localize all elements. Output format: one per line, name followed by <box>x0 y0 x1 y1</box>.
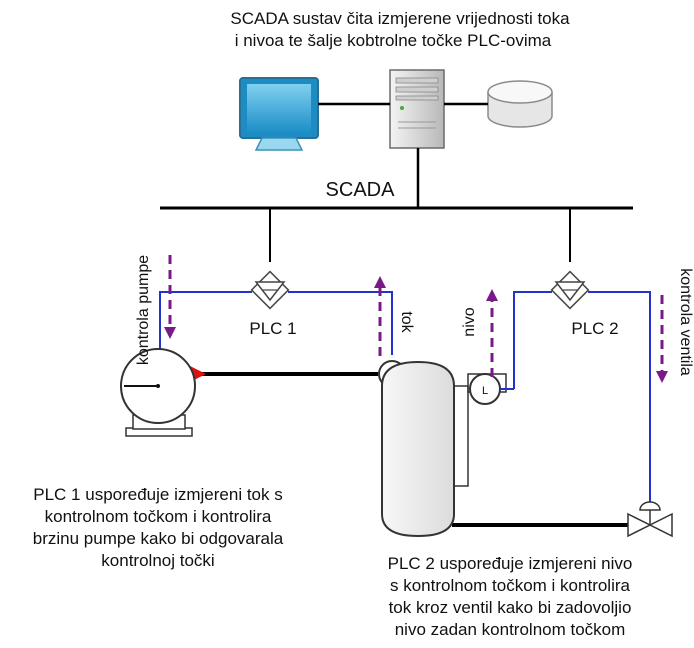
svg-text:PLC 2 uspoređuje izmjereni niv: PLC 2 uspoređuje izmjereni nivo <box>388 554 633 573</box>
svg-text:s kontrolnom točkom i kontroli: s kontrolnom točkom i kontrolira <box>390 576 631 595</box>
server-icon <box>389 69 445 149</box>
control-valve-icon <box>627 501 673 538</box>
level-transmitter-icon: L <box>469 373 514 405</box>
plc1-icon <box>250 270 290 310</box>
header-line-1: SCADA sustav čita izmjerene vrijednosti … <box>230 9 570 28</box>
svg-text:kontrolnoj točki: kontrolnoj točki <box>101 551 214 570</box>
level-label: nivo <box>461 307 478 336</box>
plc2-label: PLC 2 <box>571 319 618 338</box>
scada-bus-label: SCADA <box>326 179 396 201</box>
header-line-2: i nivoa te šalje kobtrolne točke PLC-ovi… <box>235 31 552 50</box>
plc2-icon <box>550 270 590 310</box>
valve-control-label: kontrola ventila <box>677 268 694 376</box>
svg-text:tok kroz ventil kako bi zadovo: tok kroz ventil kako bi zadovoljio <box>389 598 632 617</box>
svg-text:nivo zadan kontrolnom točkom: nivo zadan kontrolnom točkom <box>395 620 626 639</box>
flow-label: tok <box>398 311 415 333</box>
svg-text:kontrolnom točkom i kontrolira: kontrolnom točkom i kontrolira <box>45 507 272 526</box>
pump-icon <box>120 348 196 437</box>
plc1-note: PLC 1 uspoređuje izmjereni tok s kontrol… <box>33 485 284 570</box>
svg-text:PLC 1 uspoređuje izmjereni tok: PLC 1 uspoređuje izmjereni tok s <box>33 485 282 504</box>
svg-text:brzinu pumpe kako bi odgovaral: brzinu pumpe kako bi odgovarala <box>33 529 284 548</box>
workstation-monitor-icon <box>239 77 319 151</box>
database-icon <box>487 80 553 128</box>
level-transmitter-tag: L <box>482 385 488 397</box>
plc1-label: PLC 1 <box>249 319 296 338</box>
signal-arrows <box>164 255 668 383</box>
tank-icon <box>381 360 507 538</box>
plc2-note: PLC 2 uspoređuje izmjereni nivo s kontro… <box>388 554 633 639</box>
pump-control-label: kontrola pumpe <box>135 255 152 365</box>
control-wiring <box>159 291 651 510</box>
